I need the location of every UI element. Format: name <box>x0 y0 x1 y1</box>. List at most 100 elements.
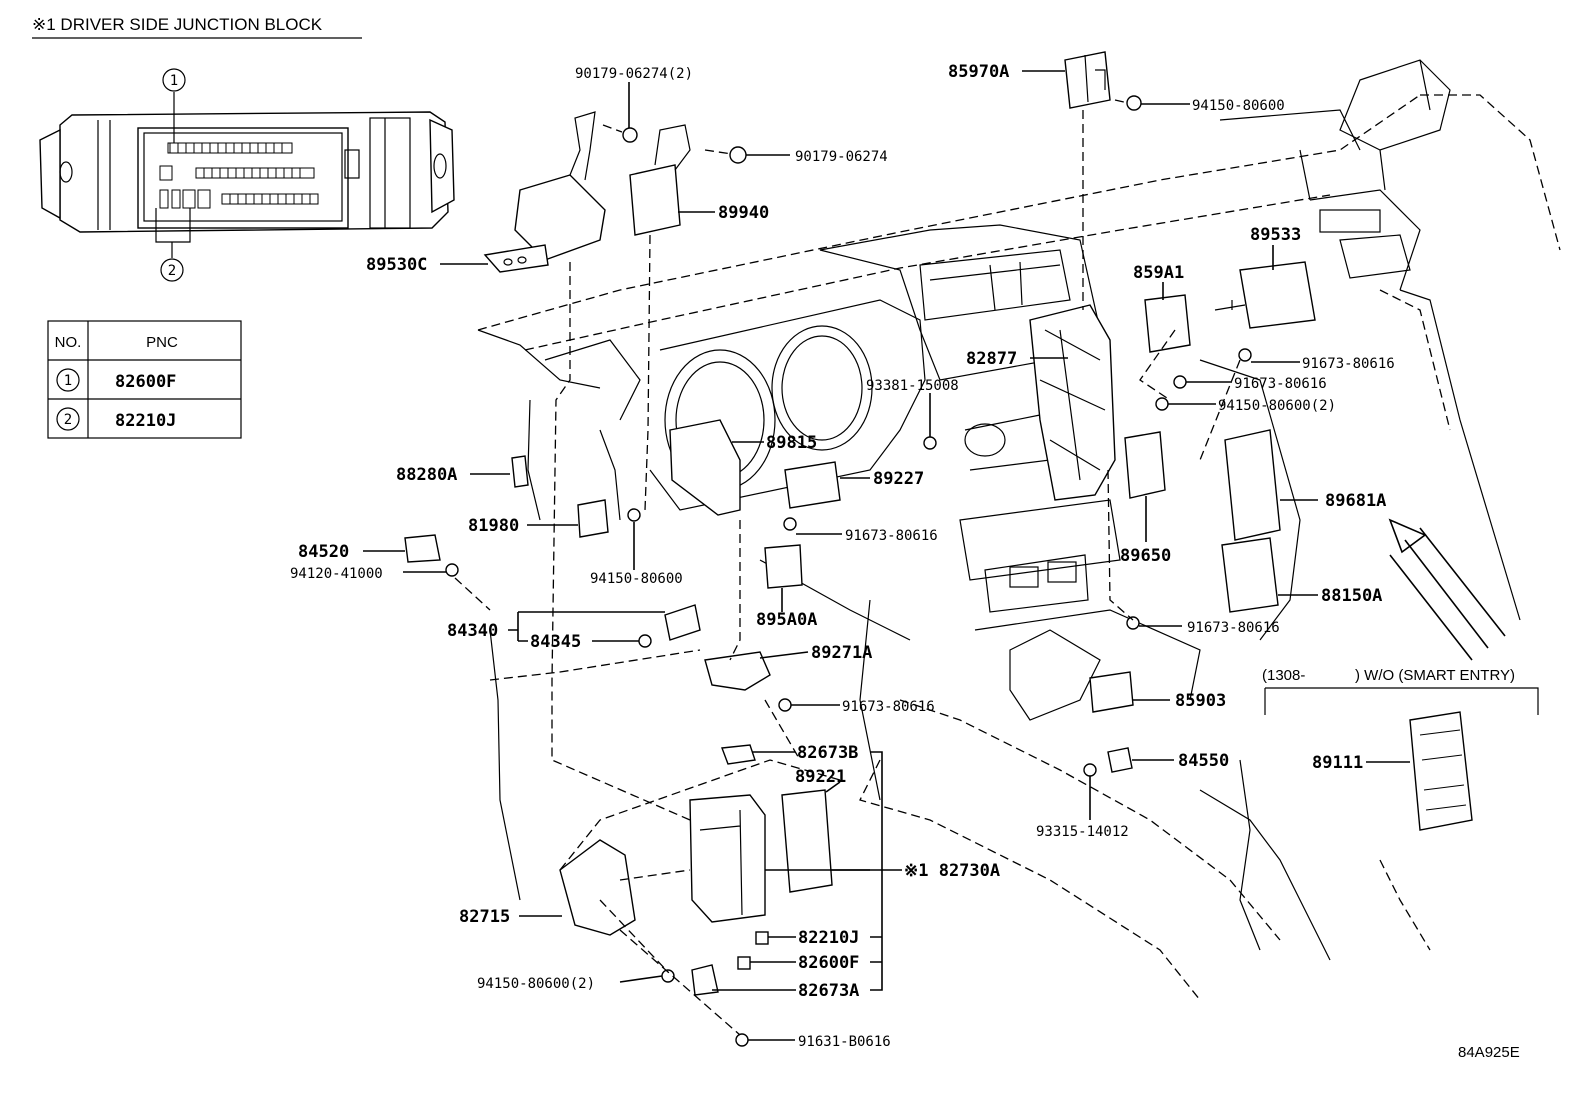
part-89227 <box>784 461 841 509</box>
label-82673a: 82673A <box>798 981 859 1001</box>
junction-block-title: ※1 DRIVER SIDE JUNCTION BLOCK <box>32 15 323 34</box>
part-88280a <box>511 455 529 488</box>
bolt-91631-b0616 <box>735 1033 749 1047</box>
label-89815: 89815 <box>766 433 817 453</box>
label-85970a: 85970A <box>948 62 1009 82</box>
callout-2-label: 2 <box>168 263 176 279</box>
label-82715: 82715 <box>459 907 510 927</box>
part-drawings <box>404 51 1473 1047</box>
dashboard-outline <box>477 59 1561 1001</box>
label-82673b: 82673B <box>797 743 858 763</box>
label-81980: 81980 <box>468 516 519 536</box>
pnc-row-1-no: 1 <box>64 373 72 389</box>
pnc-table: NO. PNC 1 82600F 2 82210J <box>47 320 242 439</box>
label-94150-80600-2-mid: 94150-80600(2) <box>1218 398 1336 414</box>
label-91673-80616-c: 91673-80616 <box>845 528 938 544</box>
direction-arrow <box>1388 518 1506 661</box>
variant-note-text: ) W/O (SMART ENTRY) <box>1355 667 1515 684</box>
junction-block-inset: ※1 DRIVER SIDE JUNCTION BLOCK <box>32 15 455 282</box>
label-82210j: 82210J <box>798 928 859 948</box>
part-82715 <box>559 839 636 936</box>
label-94150-80600-top: 94150-80600 <box>1192 98 1285 114</box>
part-84340 <box>664 604 701 641</box>
part-88150a <box>1221 537 1279 613</box>
junction-block-illustration <box>39 111 455 233</box>
pnc-row-2-pnc: 82210J <box>115 411 176 431</box>
bolt-93315-14012 <box>1083 763 1097 777</box>
label-84550: 84550 <box>1178 751 1229 771</box>
label-82600f: 82600F <box>798 953 859 973</box>
label-91631-b0616: 91631-B0616 <box>798 1034 891 1050</box>
bolt-91673-80616-c <box>783 517 797 531</box>
bolt-91673-80616-e <box>778 698 792 712</box>
leader-lines <box>363 70 1410 1041</box>
label-90179-06274: 90179-06274 <box>795 149 888 165</box>
label-90179-06274-2: 90179-06274(2) <box>575 66 693 82</box>
label-91673-80616-d: 91673-80616 <box>1187 620 1280 636</box>
part-895a0a <box>764 544 803 589</box>
part-85903 <box>1089 671 1134 713</box>
assembly-lines <box>454 99 1241 1036</box>
label-82730a: ※1 82730A <box>904 861 1000 881</box>
label-895a0a: 895A0A <box>756 610 817 630</box>
label-89271a: 89271A <box>811 643 872 663</box>
label-88150a: 88150A <box>1321 586 1382 606</box>
label-84345: 84345 <box>530 632 581 652</box>
callout-1-label: 1 <box>170 73 178 89</box>
part-89681a <box>1224 429 1281 541</box>
variant-note-from: (1308- <box>1262 667 1305 684</box>
nut-90179-06274-2 <box>622 127 638 143</box>
part-labels: 90179-06274(2) 90179-06274 89940 89530C … <box>290 62 1520 1061</box>
part-84345 <box>638 634 652 648</box>
nut-94150-80600-top <box>1126 95 1142 111</box>
label-89681a: 89681A <box>1325 491 1386 511</box>
label-89533: 89533 <box>1250 225 1301 245</box>
label-91673-80616-a: 91673-80616 <box>1302 356 1395 372</box>
illustration-code: 84A925E <box>1458 1044 1520 1061</box>
part-89815 <box>669 419 741 516</box>
label-89940: 89940 <box>718 203 769 223</box>
label-94120-41000: 94120-41000 <box>290 566 383 582</box>
label-94150-80600-2-bottom: 94150-80600(2) <box>477 976 595 992</box>
part-85970a <box>1064 51 1111 109</box>
part-81980 <box>577 499 609 538</box>
label-91673-80616-e: 91673-80616 <box>842 699 935 715</box>
label-93315-14012: 93315-14012 <box>1036 824 1129 840</box>
part-82210j <box>755 931 769 945</box>
label-859a1: 859A1 <box>1133 263 1184 283</box>
pnc-table-header-pnc: PNC <box>146 334 178 351</box>
nut-90179-06274 <box>729 146 747 164</box>
bolt-91673-80616-b <box>1173 375 1187 389</box>
bolt-91673-80616-a <box>1238 348 1252 362</box>
nut-94120-41000 <box>445 563 459 577</box>
part-89221 <box>781 789 833 893</box>
part-82673a <box>691 964 719 996</box>
label-89650: 89650 <box>1120 546 1171 566</box>
label-88280a: 88280A <box>396 465 457 485</box>
label-89221: 89221 <box>795 767 846 787</box>
part-84550 <box>1107 747 1133 773</box>
part-89111 <box>1409 711 1473 831</box>
nut-94150-80600-left <box>627 508 641 522</box>
label-93381-15008: 93381-15008 <box>866 378 959 394</box>
part-82877 <box>1029 304 1116 501</box>
variant-bracket <box>1264 687 1539 715</box>
label-84520: 84520 <box>298 542 349 562</box>
label-94150-80600-left: 94150-80600 <box>590 571 683 587</box>
label-89227: 89227 <box>873 469 924 489</box>
part-84520 <box>404 534 441 563</box>
callout-1-circle <box>162 68 186 92</box>
part-82730a <box>689 794 766 923</box>
pnc-table-header-no: NO. <box>55 334 82 351</box>
callout-2-circle <box>160 258 184 282</box>
part-859a1 <box>1144 294 1191 353</box>
part-82600f <box>737 956 751 970</box>
label-89111: 89111 <box>1312 753 1363 773</box>
part-82673b <box>721 744 756 765</box>
part-89533 <box>1239 261 1316 329</box>
part-89940 <box>629 164 681 236</box>
bolt-91673-80616-d <box>1126 616 1140 630</box>
label-91673-80616-b: 91673-80616 <box>1234 376 1327 392</box>
